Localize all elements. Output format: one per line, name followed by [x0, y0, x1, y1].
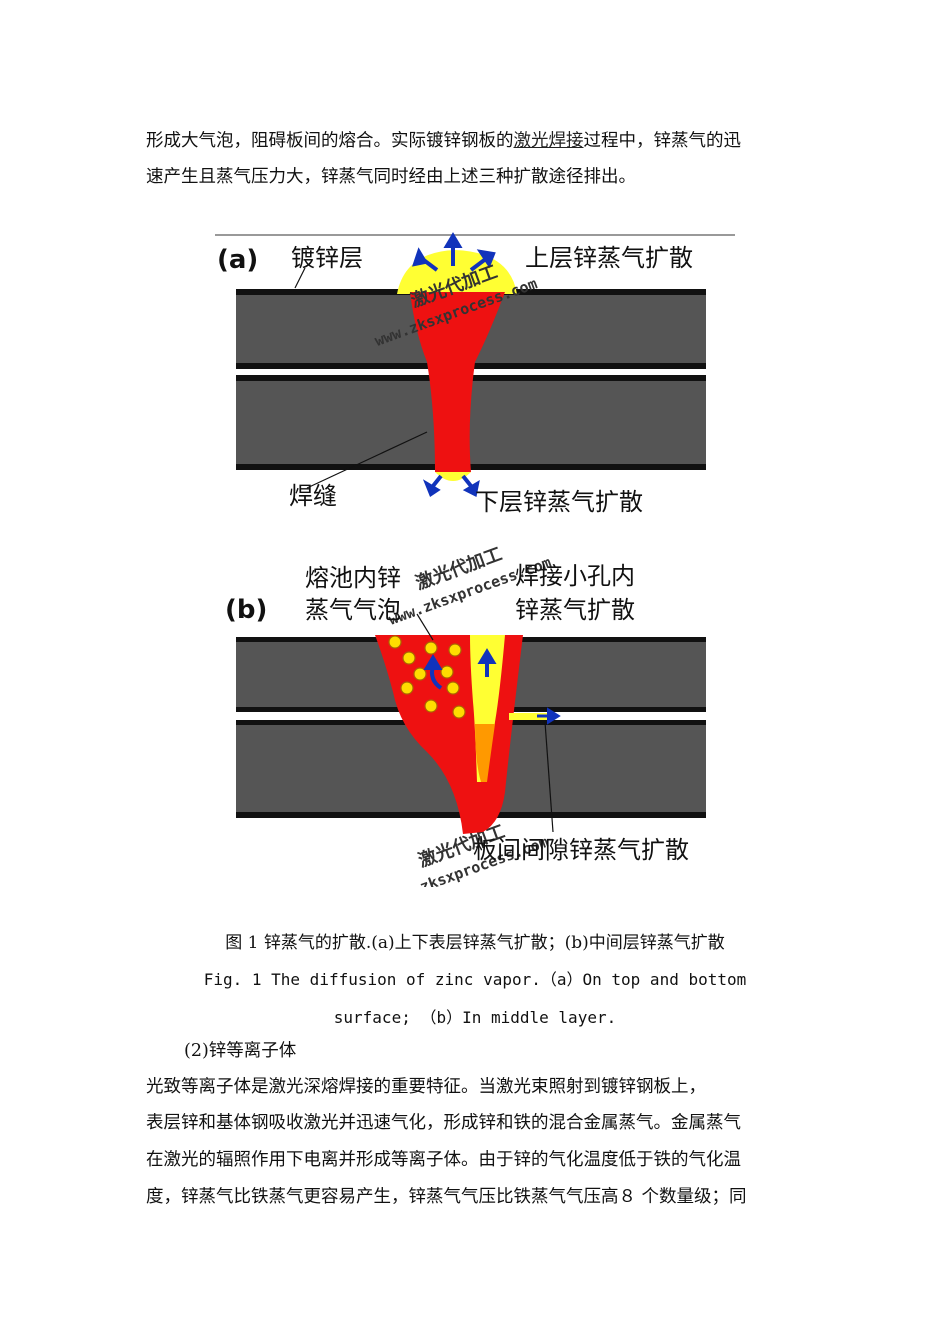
zinc-vapor-bubbles — [388, 635, 466, 719]
bottom-vapor — [435, 472, 471, 481]
body-line-2: 表层锌和基体钢吸收激光并迅速气化，形成锌和铁的混合金属蒸气。金属蒸气 — [146, 1113, 741, 1133]
leader-line — [544, 721, 554, 833]
vapor-arrows-a — [412, 232, 496, 498]
intro-text: 形成大气泡，阻碍板间的熔合。实际镀锌钢板的 — [146, 131, 514, 151]
body-line-1: 光致等离子体是激光深熔焊接的重要特征。当激光束照射到镀锌钢板上， — [146, 1077, 706, 1097]
zinc-coating-label: 镀锌层 — [291, 244, 363, 272]
intro-line-2: 速产生且蒸气压力大，锌蒸气同时经由上述三种扩散途径排出。 — [146, 167, 636, 187]
laser-welding-link[interactable]: 激光焊接 — [513, 131, 584, 151]
body-line-4: 度，锌蒸气比铁蒸气更容易产生，锌蒸气气压比铁蒸气气压高８ 个数量级；同 — [146, 1187, 747, 1207]
intro-line-1: 形成大气泡，阻碍板间的熔合。实际镀锌钢板的激光焊接过程中，锌蒸气的迅 — [146, 126, 806, 156]
weld-seam — [410, 292, 505, 472]
keyhole-label-line2: 锌蒸气扩散 — [515, 596, 635, 624]
panel-a: (a) 镀锌层 上层锌蒸气扩散 焊缝 下层锌蒸气扩散 — [217, 232, 706, 516]
figure-caption-en-line1: Fig. 1 The diffusion of zinc vapor.（a）On… — [203, 970, 747, 989]
top-diffusion-label: 上层锌蒸气扩散 — [525, 244, 693, 272]
leader-line — [416, 613, 434, 641]
section-heading: (2)锌等离子体 — [184, 1041, 297, 1061]
weld-label: 焊缝 — [289, 482, 337, 510]
lower-zinc-coating — [236, 464, 706, 470]
vapor-arrows-b — [423, 648, 561, 725]
leader-line — [306, 431, 428, 489]
gap-vapor — [509, 713, 549, 720]
bubble-label-line2: 蒸气气泡 — [305, 596, 401, 624]
bubble-label-line1: 熔池内锌 — [305, 564, 401, 592]
panel-a-label: (a) — [217, 245, 258, 275]
figure-caption-cn: 图 1 锌蒸气的扩散.(a)上下表层锌蒸气扩散；(b)中间层锌蒸气扩散 — [225, 933, 725, 953]
zinc-vapor-diffusion-figure: (a) 镀锌层 上层锌蒸气扩散 焊缝 下层锌蒸气扩散 激光代加工 www.zks… — [215, 232, 735, 887]
intro-text: 过程中，锌蒸气的迅 — [583, 131, 742, 151]
figure-caption-en-line2: surface; （b）In middle layer. — [333, 1008, 617, 1027]
gap-diffusion-label: 板间间隙锌蒸气扩散 — [473, 836, 689, 864]
panel-b: (b) 熔池内锌 蒸气气泡 焊接小孔内 锌蒸气扩散 板间间隙锌蒸气扩散 — [225, 562, 706, 864]
keyhole-hot-zone — [475, 724, 495, 782]
leader-line — [480, 835, 484, 849]
panel-b-label: (b) — [225, 595, 267, 625]
keyhole-label-line1: 焊接小孔内 — [515, 562, 635, 590]
bottom-diffusion-label: 下层锌蒸气扩散 — [475, 488, 643, 516]
body-line-3: 在激光的辐照作用下电离并形成等离子体。由于锌的气化温度低于铁的气化温 — [146, 1150, 741, 1170]
leader-line — [294, 267, 306, 289]
